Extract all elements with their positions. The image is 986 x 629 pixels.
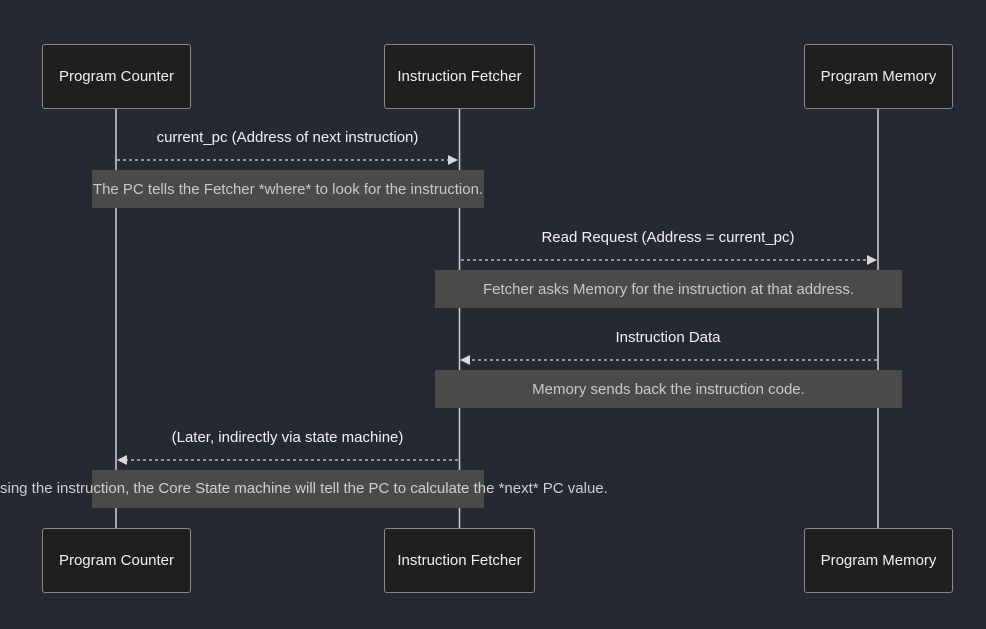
- actor-instruction-fetcher-top: Instruction Fetcher: [384, 44, 535, 109]
- message-label-read-request: Read Request (Address = current_pc): [541, 229, 795, 246]
- note-text: Memory sends back the instruction code.: [532, 380, 805, 398]
- note-fetcher-asks-memory: Fetcher asks Memory for the instruction …: [435, 270, 902, 308]
- actor-instruction-fetcher-bottom: Instruction Fetcher: [384, 528, 535, 593]
- message-label-instruction-data: Instruction Data: [615, 329, 721, 346]
- actor-program-counter-bottom: Program Counter: [42, 528, 191, 593]
- note-pc-tells-fetcher: The PC tells the Fetcher *where* to look…: [92, 170, 484, 208]
- message-label-current-pc: current_pc (Address of next instruction): [156, 129, 419, 146]
- note-core-state-machine: [92, 470, 484, 508]
- note-memory-sends-back: Memory sends back the instruction code.: [435, 370, 902, 408]
- note-text: Fetcher asks Memory for the instruction …: [483, 280, 854, 298]
- note-text: The PC tells the Fetcher *where* to look…: [92, 180, 484, 198]
- message-label-later-indirectly: (Later, indirectly via state machine): [171, 429, 404, 446]
- actor-program-memory-bottom: Program Memory: [804, 528, 953, 593]
- note-core-state-machine-text: sing the instruction, the Core State mac…: [0, 480, 608, 497]
- actor-program-memory-top: Program Memory: [804, 44, 953, 109]
- actor-program-counter-top: Program Counter: [42, 44, 191, 109]
